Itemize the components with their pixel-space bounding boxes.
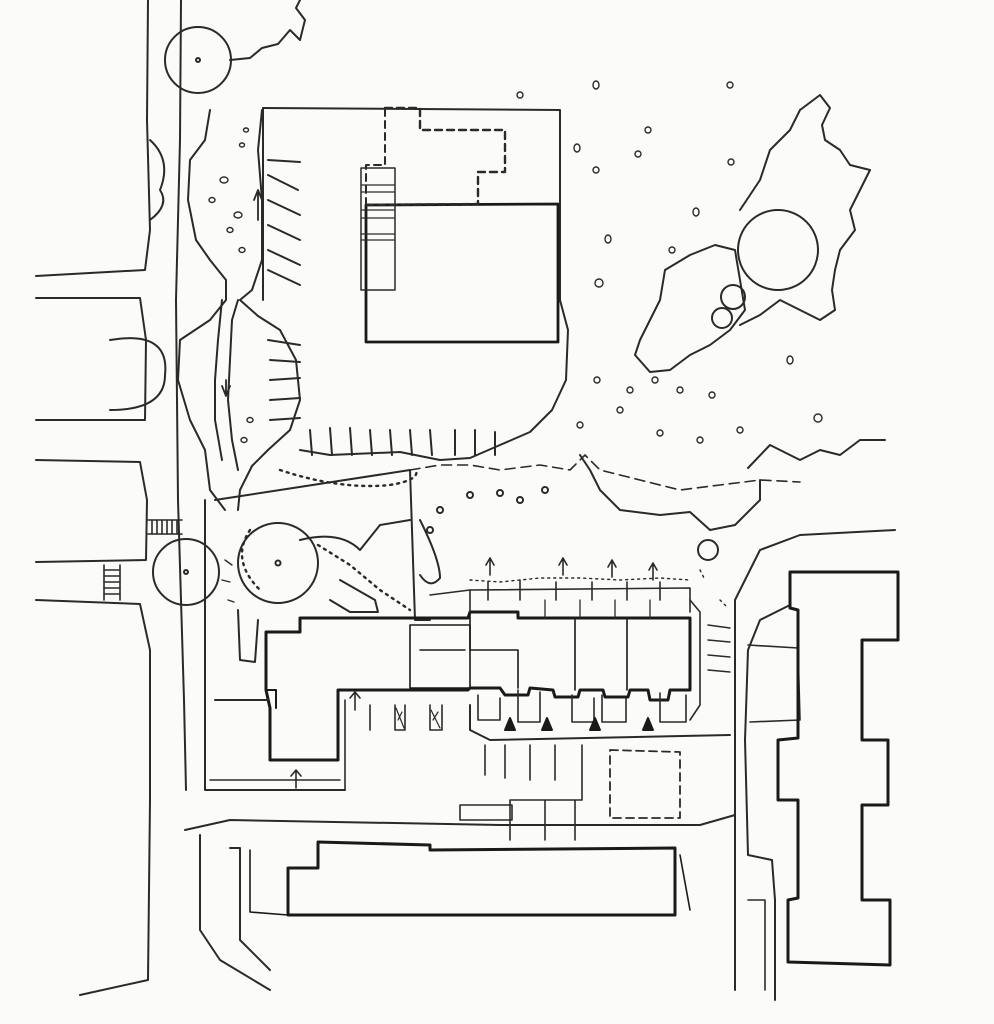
- garden-court: [204, 468, 431, 791]
- woodland-edge: [409, 454, 801, 585]
- street-tree: [109, 0, 306, 606]
- north-building: [360, 106, 560, 344]
- woodland-trees: [634, 94, 886, 469]
- entry-arrows: [290, 691, 361, 789]
- main-building: [264, 610, 692, 762]
- canopy-dots: [516, 80, 823, 444]
- east-building: [776, 570, 900, 967]
- west-road: [35, 0, 187, 996]
- south-building: [249, 840, 691, 917]
- site-lines: [209, 599, 701, 791]
- service-drive: [184, 699, 736, 991]
- crosswalk: [103, 519, 183, 601]
- parking-lot: [262, 107, 569, 461]
- porches: [369, 689, 687, 731]
- entry-markers: [504, 717, 654, 731]
- patio-units: [429, 557, 691, 619]
- landscape-island: [208, 127, 254, 444]
- east-road: [699, 529, 896, 1001]
- entry-drive: [177, 109, 301, 511]
